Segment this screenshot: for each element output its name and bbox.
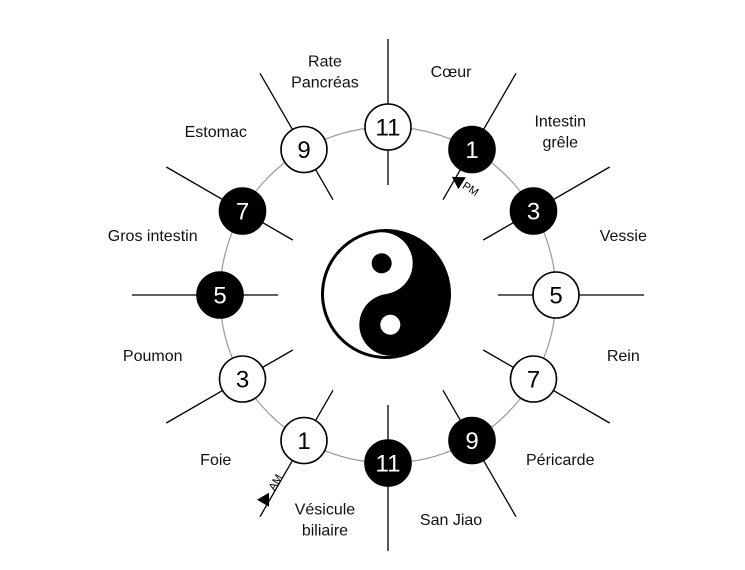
hour-number: 11	[376, 451, 401, 478]
organ-label-line: grêle	[542, 134, 578, 151]
hour-node: 5	[196, 271, 244, 319]
hour-node-circle	[280, 125, 328, 174]
hour-node: 5	[532, 271, 580, 319]
hour-node-circle	[280, 416, 328, 465]
hour-number: 11	[376, 115, 401, 142]
hour-number: 9	[297, 137, 310, 164]
organ-label: Poumon	[123, 348, 183, 365]
hour-node-circle	[218, 355, 267, 403]
organ-label-line: Gros intestin	[108, 228, 198, 245]
am-marker: AM	[256, 473, 286, 507]
pm-marker: PM	[451, 176, 480, 199]
organ-label: San Jiao	[420, 512, 482, 529]
hour-number: 5	[213, 283, 226, 310]
organ-label-line: Péricarde	[526, 452, 595, 469]
organ-label-line: Pancréas	[291, 74, 359, 91]
hour-number: 9	[465, 428, 478, 455]
hour-node-circle	[448, 416, 496, 465]
organ-label: Foie	[200, 452, 231, 469]
organ-label: Péricarde	[526, 452, 595, 469]
yin-yang-icon	[321, 229, 451, 359]
hour-node-circle	[364, 103, 412, 151]
organ-label-line: Intestin	[534, 113, 586, 130]
hour-number: 1	[465, 137, 478, 164]
organ-label: Vessie	[600, 228, 647, 245]
hour-node-circle	[196, 271, 244, 319]
organ-label-line: Foie	[200, 452, 231, 469]
hour-node-circle	[532, 271, 580, 319]
organ-label: Gros intestin	[108, 228, 198, 245]
hour-node: 3	[509, 187, 558, 235]
organ-label-line: Poumon	[123, 348, 183, 365]
organ-label-line: Estomac	[185, 124, 247, 141]
hour-node-circle	[364, 439, 412, 487]
hour-node: 11	[364, 103, 412, 151]
hour-node-circle	[218, 187, 267, 235]
hour-node: 9	[280, 125, 328, 174]
hour-node: 1	[280, 416, 328, 465]
organ-label-line: Rate	[308, 53, 342, 70]
hour-number: 7	[527, 367, 540, 394]
organ-label: Rein	[607, 348, 640, 365]
organ-label-line: Vésicule	[295, 502, 356, 519]
hour-node: 7	[218, 187, 267, 235]
hour-number: 3	[236, 367, 249, 394]
hour-node: 1	[448, 125, 496, 174]
hour-number: 1	[297, 428, 310, 455]
organ-label-line: Cœur	[431, 64, 473, 81]
hour-node: 7	[509, 355, 558, 403]
organ-label: Estomac	[185, 124, 247, 141]
organ-label-line: San Jiao	[420, 512, 482, 529]
hour-number: 5	[549, 283, 562, 310]
organ-label-line: Vessie	[600, 228, 647, 245]
hour-node-circle	[448, 125, 496, 174]
organ-label: Vésicule biliaire	[295, 502, 356, 540]
hour-number: 3	[527, 199, 540, 226]
hour-node: 9	[448, 416, 496, 465]
hour-node: 11	[364, 439, 412, 487]
hour-node-circle	[509, 355, 558, 403]
organ-label: Cœur	[431, 64, 473, 81]
organ-label-line: biliaire	[302, 523, 348, 540]
organ-label-line: Rein	[607, 348, 640, 365]
hour-number: 7	[236, 199, 249, 226]
pm-label: PM	[460, 180, 480, 199]
hour-node: 3	[218, 355, 267, 403]
hour-node-circle	[509, 187, 558, 235]
am-label: AM	[267, 473, 286, 493]
organ-label: Intestin grêle	[534, 113, 586, 151]
